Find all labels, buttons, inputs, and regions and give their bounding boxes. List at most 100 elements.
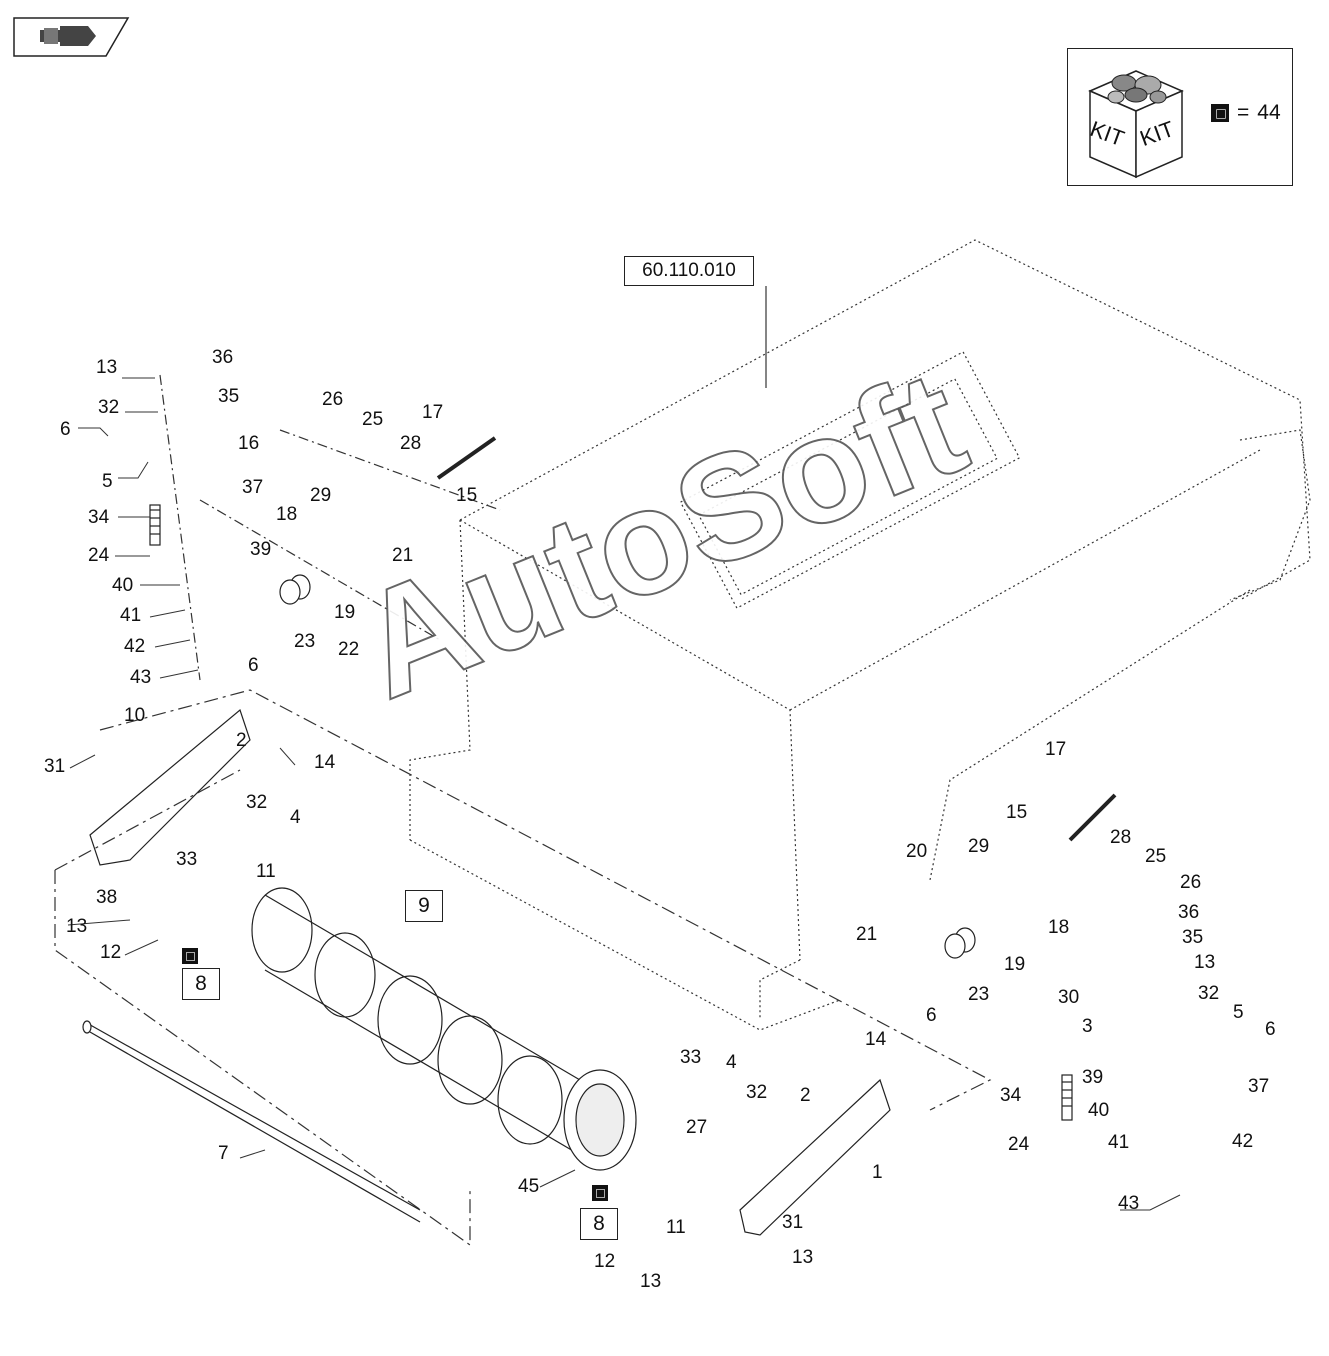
callout-36[interactable]: 36 xyxy=(1178,902,1200,923)
callout-26[interactable]: 26 xyxy=(322,389,344,410)
callout-28[interactable]: 28 xyxy=(1110,827,1132,848)
callout-29[interactable]: 29 xyxy=(310,485,332,506)
callout-5[interactable]: 5 xyxy=(1233,1002,1244,1023)
callout-43[interactable]: 43 xyxy=(1118,1193,1140,1214)
callout-28[interactable]: 28 xyxy=(400,433,422,454)
callout-8-left-bearing[interactable]: 8 xyxy=(182,968,220,1000)
callout-6[interactable]: 6 xyxy=(926,1005,937,1026)
callout-21[interactable]: 21 xyxy=(392,545,414,566)
kit-icon xyxy=(1211,104,1229,122)
leader-lines xyxy=(67,377,1181,1211)
callout-27[interactable]: 27 xyxy=(686,1117,708,1138)
callout-24[interactable]: 24 xyxy=(1008,1134,1030,1155)
callout-15[interactable]: 15 xyxy=(1006,802,1028,823)
callout-25[interactable]: 25 xyxy=(1145,846,1167,867)
callout-22[interactable]: 22 xyxy=(338,639,360,660)
callout-34[interactable]: 34 xyxy=(88,507,110,528)
right-side-plate xyxy=(739,1078,891,1236)
callout-23[interactable]: 23 xyxy=(968,984,990,1005)
callout-26[interactable]: 26 xyxy=(1180,872,1202,893)
callout-3[interactable]: 3 xyxy=(1082,1016,1093,1037)
callout-31[interactable]: 31 xyxy=(44,756,66,777)
coil-spring-19-left xyxy=(279,574,311,605)
callout-6[interactable]: 6 xyxy=(248,655,259,676)
callout-32[interactable]: 32 xyxy=(746,1082,768,1103)
callout-35[interactable]: 35 xyxy=(218,386,240,407)
callout-33[interactable]: 33 xyxy=(680,1047,702,1068)
callout-13[interactable]: 13 xyxy=(1194,952,1216,973)
coil-spring-19-right xyxy=(944,927,976,959)
callout-19[interactable]: 19 xyxy=(1004,954,1026,975)
callout-7[interactable]: 7 xyxy=(218,1143,229,1164)
callout-1[interactable]: 1 xyxy=(872,1162,883,1183)
callout-36[interactable]: 36 xyxy=(212,347,234,368)
callout-15[interactable]: 15 xyxy=(456,485,478,506)
callout-30[interactable]: 30 xyxy=(1058,987,1080,1008)
callout-33[interactable]: 33 xyxy=(176,849,198,870)
callout-8-right-bearing[interactable]: 8 xyxy=(580,1208,618,1240)
callout-29[interactable]: 29 xyxy=(968,836,990,857)
callout-42[interactable]: 42 xyxy=(124,636,146,657)
callout-20[interactable]: 20 xyxy=(906,841,928,862)
callout-11[interactable]: 11 xyxy=(666,1217,686,1238)
callout-17[interactable]: 17 xyxy=(422,402,444,423)
callout-18[interactable]: 18 xyxy=(1048,917,1070,938)
callout-2[interactable]: 2 xyxy=(800,1085,811,1106)
callout-13[interactable]: 13 xyxy=(640,1271,662,1292)
callout-13[interactable]: 13 xyxy=(96,357,118,378)
callout-41[interactable]: 41 xyxy=(1108,1132,1130,1153)
callout-16[interactable]: 16 xyxy=(238,433,260,454)
bolt-17-right xyxy=(1068,793,1117,842)
callout-45[interactable]: 45 xyxy=(518,1176,540,1197)
roller-enclosure xyxy=(54,689,992,1247)
callout-5[interactable]: 5 xyxy=(102,471,113,492)
callout-40[interactable]: 40 xyxy=(112,575,134,596)
callout-6[interactable]: 6 xyxy=(1265,1019,1276,1040)
callout-34[interactable]: 34 xyxy=(1000,1085,1022,1106)
callout-39[interactable]: 39 xyxy=(1082,1067,1104,1088)
callout-39[interactable]: 39 xyxy=(250,539,272,560)
callout-14[interactable]: 14 xyxy=(314,752,336,773)
callout-12[interactable]: 12 xyxy=(594,1251,616,1272)
callout-12[interactable]: 12 xyxy=(100,942,122,963)
left-spring xyxy=(149,504,161,546)
callout-4[interactable]: 4 xyxy=(726,1052,737,1073)
kit-count: 44 xyxy=(1257,101,1281,124)
callout-2[interactable]: 2 xyxy=(236,730,247,751)
callout-38[interactable]: 38 xyxy=(96,887,118,908)
callout-4[interactable]: 4 xyxy=(290,807,301,828)
callout-42[interactable]: 42 xyxy=(1232,1131,1254,1152)
callout-31[interactable]: 31 xyxy=(782,1212,804,1233)
callout-10[interactable]: 10 xyxy=(124,705,146,726)
callout-18[interactable]: 18 xyxy=(276,504,298,525)
callout-41[interactable]: 41 xyxy=(120,605,142,626)
callout-11[interactable]: 11 xyxy=(256,861,276,882)
reference-link[interactable]: 60.110.010 xyxy=(624,256,754,286)
drum-roller xyxy=(251,887,637,1171)
left-assembly-axis xyxy=(159,374,501,681)
callout-14[interactable]: 14 xyxy=(865,1029,887,1050)
callout-32[interactable]: 32 xyxy=(246,792,268,813)
callout-23[interactable]: 23 xyxy=(294,631,316,652)
callout-37[interactable]: 37 xyxy=(1248,1076,1270,1097)
arrow-icon xyxy=(40,26,96,46)
callout-19[interactable]: 19 xyxy=(334,602,356,623)
callout-35[interactable]: 35 xyxy=(1182,927,1204,948)
callout-40[interactable]: 40 xyxy=(1088,1100,1110,1121)
callout-32[interactable]: 32 xyxy=(1198,983,1220,1004)
callout-17[interactable]: 17 xyxy=(1045,739,1067,760)
kit-marker-icon xyxy=(592,1185,608,1201)
callout-24[interactable]: 24 xyxy=(88,545,110,566)
callout-13[interactable]: 13 xyxy=(792,1247,814,1268)
callout-21[interactable]: 21 xyxy=(856,924,878,945)
callout-25[interactable]: 25 xyxy=(362,409,384,430)
callout-32[interactable]: 32 xyxy=(98,397,120,418)
callout-43[interactable]: 43 xyxy=(130,667,152,688)
shaft xyxy=(82,1020,421,1223)
navigate-back-button[interactable] xyxy=(10,16,130,58)
callout-13[interactable]: 13 xyxy=(66,916,88,937)
callout-37[interactable]: 37 xyxy=(242,477,264,498)
bolt-17-left xyxy=(436,436,497,480)
callout-9-drum[interactable]: 9 xyxy=(405,890,443,922)
callout-6[interactable]: 6 xyxy=(60,419,71,440)
